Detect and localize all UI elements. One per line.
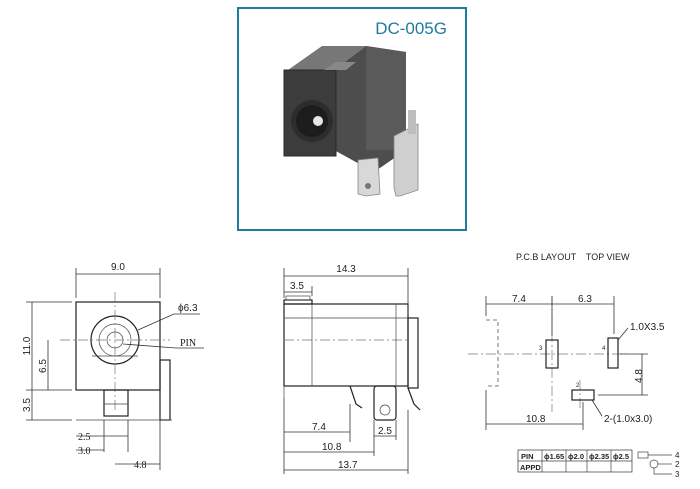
pcb-dim-left: 7.4	[512, 294, 526, 305]
front-dim-a: 2.5	[78, 432, 91, 443]
pcb-dim-right: 6.3	[578, 294, 592, 305]
front-center-height-dim: 6.5	[38, 359, 49, 373]
pin-legend: 4 2 3	[637, 451, 680, 479]
pin-table-header-pin: PIN	[521, 452, 534, 461]
pcb-slot-b-label: 2-(1.0x3.0)	[604, 414, 652, 425]
front-dim-c: 4.8	[134, 460, 147, 471]
side-view: 14.3 3.5 7.4 2.5 10.8 13.7	[283, 264, 421, 474]
pin-table-header-appd: APPD	[520, 463, 541, 472]
pad-label-2: 2	[576, 383, 580, 389]
pcb-dim-vertical: 4.8	[634, 369, 645, 383]
side-pin-b-dim: 10.8	[322, 442, 342, 453]
pin-leader-label: PIN	[180, 338, 196, 349]
side-overall-dim: 13.7	[338, 460, 358, 471]
front-view: 9.0 11.0 6.5 3.5 ϕ6.3 PIN 2.5 3.0 4.8	[22, 262, 204, 471]
hole-diameter-label: ϕ6.3	[178, 303, 198, 314]
pcb-layout-title: P.C.B LAYOUT TOP VIEW	[516, 252, 630, 262]
pin-table-col-3: ϕ2.35	[589, 452, 609, 461]
dc-jack-photo	[283, 46, 419, 197]
front-height-dim: 11.0	[22, 336, 33, 355]
pin-table-col-2: ϕ2.0	[568, 452, 584, 461]
side-pin-a-dim: 7.4	[312, 422, 326, 433]
pin-table-col-4: ϕ2.5	[613, 452, 629, 461]
pcb-dim-bottom: 10.8	[526, 414, 546, 425]
pad-label-4: 4	[602, 346, 606, 352]
pin-legend-3: 3	[675, 470, 680, 479]
pcb-layout-view: P.C.B LAYOUT TOP VIEW 3 4 2 7.4 6.3 1.0X…	[468, 252, 665, 430]
pin-legend-2: 2	[675, 460, 680, 469]
product-photo-panel: DC-005G	[237, 7, 467, 231]
front-width-dim: 9.0	[111, 262, 125, 273]
side-pin-width-dim: 2.5	[378, 426, 392, 437]
front-dim-b: 3.0	[78, 446, 91, 457]
pcb-slot-label: 1.0X3.5	[630, 322, 665, 333]
front-base-height-dim: 3.5	[22, 398, 33, 412]
pin-table: PIN APPD ϕ1.65 ϕ2.0 ϕ2.35 ϕ2.5	[517, 449, 633, 473]
side-length-dim: 14.3	[336, 264, 356, 275]
side-front-depth-dim: 3.5	[290, 281, 304, 292]
pin-table-col-1: ϕ1.65	[544, 452, 564, 461]
pad-label-3: 3	[539, 346, 543, 352]
pin-legend-4: 4	[675, 451, 680, 460]
model-label: DC-005G	[375, 19, 447, 38]
